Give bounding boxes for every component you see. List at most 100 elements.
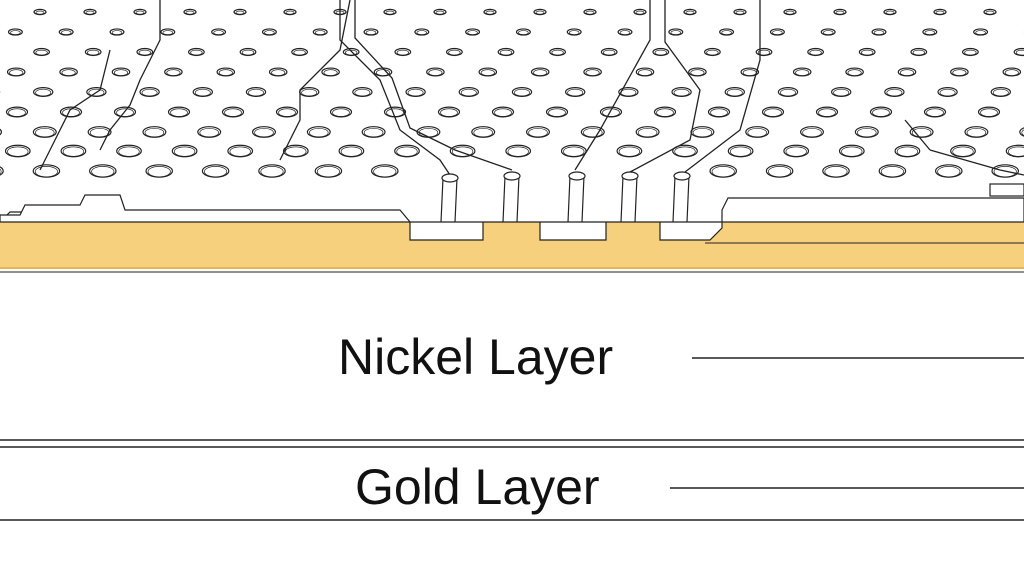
circuit-traces <box>39 0 1024 176</box>
via-barrel <box>440 177 458 223</box>
via-hole-inner <box>166 69 181 76</box>
via-barrel-top <box>621 171 639 181</box>
via-hole-inner <box>847 69 862 76</box>
via-hole <box>983 8 997 16</box>
via-hole <box>0 128 2 136</box>
via-hole-inner <box>507 146 529 157</box>
via-hole-inner <box>780 88 796 97</box>
via-hole <box>950 67 969 77</box>
via-hole <box>314 164 343 178</box>
via-hole-inner <box>899 69 915 76</box>
via-hole <box>922 28 938 36</box>
via-hole-inner <box>619 30 631 35</box>
via-hole-inner <box>135 10 145 15</box>
via-hole-inner <box>354 88 371 97</box>
via-hole-inner <box>35 10 45 15</box>
via-hole <box>635 67 655 77</box>
via-hole-inner <box>340 146 363 157</box>
via-hole <box>769 28 785 36</box>
circuit-trace <box>629 0 701 173</box>
via-hole-inner <box>833 88 850 97</box>
via-hole-inner <box>480 69 495 76</box>
via-hole-inner <box>35 49 48 56</box>
via-hole-inner <box>144 127 165 138</box>
via-hole-inner <box>975 30 986 35</box>
via-hole-inner <box>365 30 377 35</box>
via-hole <box>1005 144 1024 158</box>
via-hole-inner <box>1015 49 1024 56</box>
via-hole-inner <box>857 127 877 138</box>
via-hole-inner <box>248 88 264 97</box>
circuit-trace <box>904 119 931 151</box>
via-hole <box>83 8 97 16</box>
via-hole-inner <box>926 108 944 117</box>
via-hole-inner <box>585 10 595 15</box>
via-hole-inner <box>467 30 478 35</box>
via-hole-inner <box>966 127 987 138</box>
via-hole <box>688 67 707 77</box>
via-hole-inner <box>673 88 690 97</box>
via-hole-inner <box>260 166 284 178</box>
via-hole-inner <box>113 69 129 76</box>
via-hole <box>530 67 550 77</box>
via-hole-inner <box>618 146 641 157</box>
via-hole <box>216 67 236 77</box>
via-hole <box>617 28 633 36</box>
via-hole <box>583 8 597 16</box>
circuit-trace <box>684 0 761 173</box>
via-hole-inner <box>301 88 318 97</box>
via-hole <box>566 28 582 36</box>
via-hole-inner <box>924 30 936 35</box>
via-hole-inner <box>314 30 326 35</box>
substrate-top-surface <box>0 194 1024 241</box>
via-hole <box>783 8 797 16</box>
via-hole-inner <box>952 146 974 157</box>
gold-layer-label: Gold Layer <box>355 459 600 515</box>
via-hole-inner <box>692 127 713 138</box>
via-hole <box>478 67 498 77</box>
via-hole-inner <box>551 49 564 56</box>
via-hole <box>370 164 399 178</box>
via-hole <box>633 8 647 16</box>
via-hole-inner <box>332 108 350 117</box>
via-hole-inner <box>428 69 443 76</box>
via-hole-inner <box>937 166 961 178</box>
via-barrel <box>567 175 585 223</box>
via-hole <box>765 164 794 178</box>
via-hole-inner <box>795 69 810 76</box>
via-hole-inner <box>993 166 1017 178</box>
via-hole-inner <box>185 10 195 15</box>
via-hole <box>933 8 947 16</box>
via-hole-inner <box>635 10 645 15</box>
via-hole-inner <box>88 88 105 97</box>
via-hole-inner <box>278 108 296 117</box>
gold-band-fill <box>0 222 1024 268</box>
via-hole <box>363 28 379 36</box>
via-hole-inner <box>10 30 21 35</box>
via-hole <box>934 164 963 178</box>
via-hole-inner <box>0 168 2 175</box>
via-barrel <box>620 175 638 223</box>
via-barrel-top <box>673 171 691 181</box>
via-hole-inner <box>711 166 735 178</box>
via-barrel-top <box>503 171 521 181</box>
via-hole-inner <box>147 166 171 178</box>
via-hole-inner <box>992 88 1009 97</box>
via-hole-inner <box>818 108 836 117</box>
via-hole-grid <box>0 8 1024 178</box>
via-hole-inner <box>1004 69 1019 76</box>
via-hole-inner <box>190 49 203 56</box>
via-hole <box>111 67 131 77</box>
via-hole <box>871 28 887 36</box>
via-hole-inner <box>911 127 932 138</box>
via-hole-inner <box>585 69 600 76</box>
via-hole <box>719 28 735 36</box>
via-hole-inner <box>293 49 306 56</box>
via-hole-inner <box>199 127 219 138</box>
via-hole-inner <box>363 127 384 138</box>
via-hole-inner <box>34 166 58 178</box>
via-hole <box>58 28 74 36</box>
via-hole-inner <box>473 127 493 138</box>
via-hole-inner <box>706 49 719 56</box>
via-hole-inner <box>91 166 115 178</box>
